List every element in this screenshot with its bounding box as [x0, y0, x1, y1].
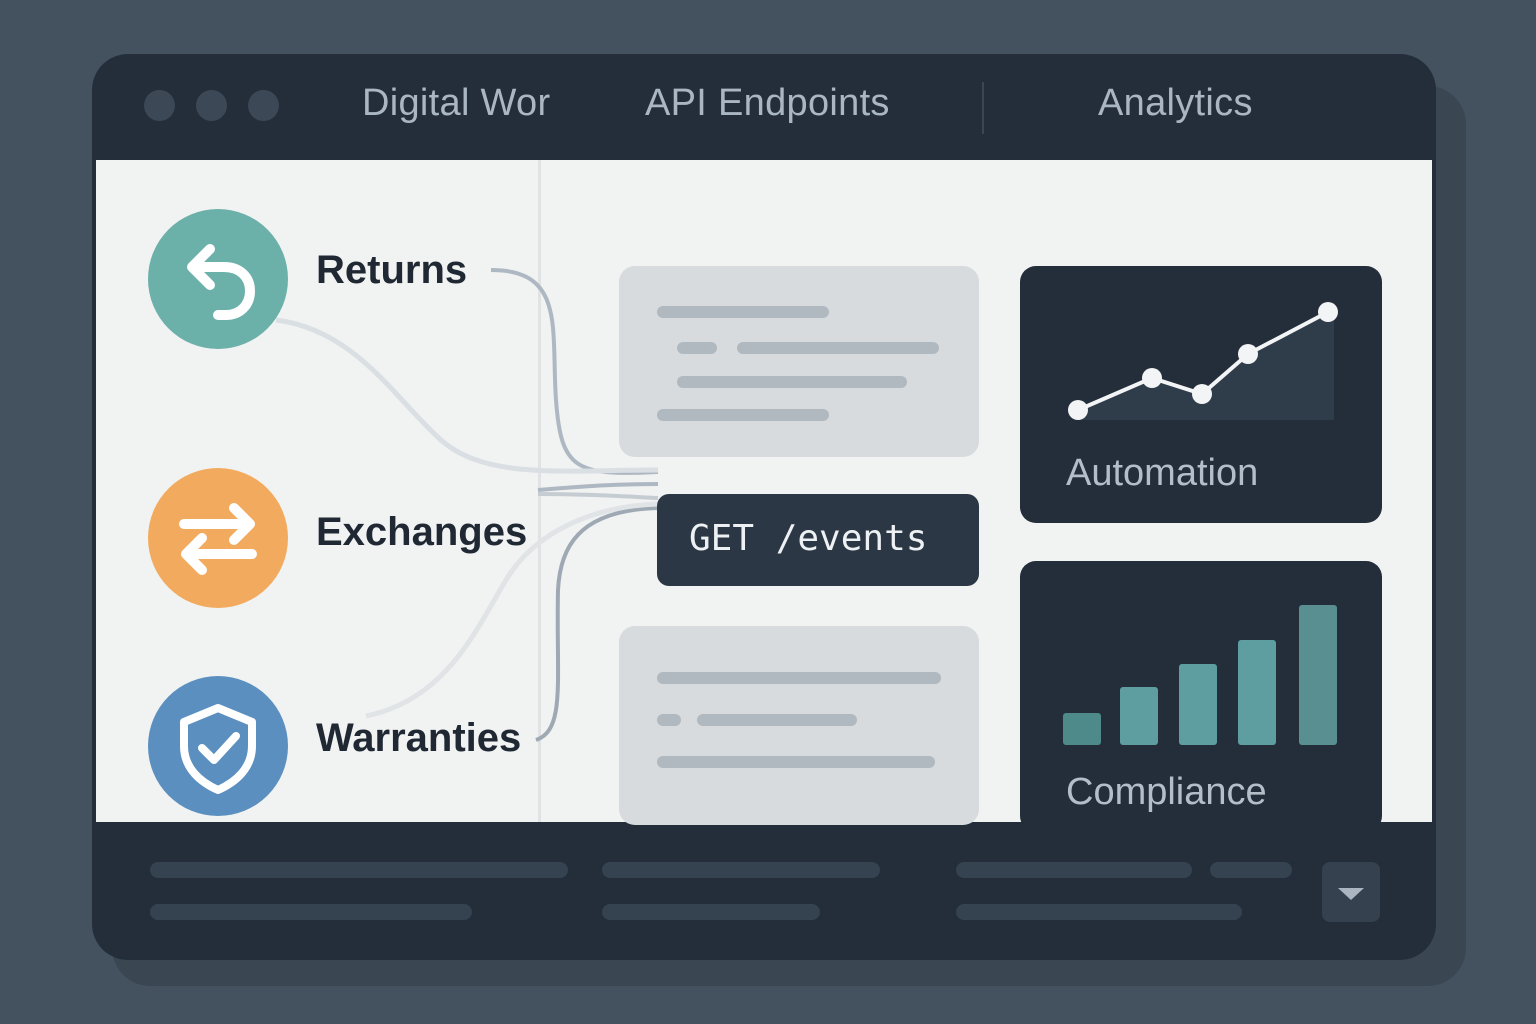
compliance-title: Compliance — [1066, 771, 1267, 813]
automation-panel[interactable]: Automation — [1020, 266, 1382, 523]
endpoint-card-top[interactable] — [619, 266, 979, 457]
window-control-maximize[interactable] — [248, 90, 279, 121]
exchanges-badge[interactable] — [148, 468, 288, 608]
endpoint-get-events[interactable]: GET /events — [657, 494, 979, 586]
endpoint-card-bottom[interactable] — [619, 626, 979, 825]
category-label-exchanges[interactable]: Exchanges — [316, 510, 528, 554]
connector-warranties-faint — [365, 501, 659, 719]
connector-exchanges — [537, 482, 659, 492]
placeholder-line — [657, 714, 681, 726]
placeholder-line — [677, 342, 717, 354]
category-label-warranties[interactable]: Warranties — [316, 716, 522, 760]
placeholder-line — [697, 714, 857, 726]
placeholder-line — [737, 342, 939, 354]
endpoint-label: GET /events — [689, 518, 928, 559]
placeholder-line — [677, 376, 907, 388]
warranties-badge[interactable] — [148, 676, 288, 816]
title-bar: Digital Wor API Endpoints Analytics — [92, 54, 1436, 160]
connector-warranties — [535, 506, 659, 742]
placeholder-line — [657, 756, 935, 768]
placeholder-line — [657, 409, 829, 421]
footer-placeholder-line — [150, 904, 472, 920]
footer-placeholder-line — [602, 904, 820, 920]
tab-api-endpoints[interactable]: API Endpoints — [645, 82, 890, 124]
bar-chart-icon — [1063, 605, 1337, 745]
connector-exchanges-2 — [537, 492, 659, 500]
app-window: Digital Wor API Endpoints Analytics Retu… — [92, 54, 1436, 960]
footer-placeholder-line — [150, 862, 568, 878]
automation-title: Automation — [1066, 452, 1259, 494]
swap-arrows-icon — [179, 503, 257, 575]
tab-digital-workflows[interactable]: Digital Wor — [362, 82, 551, 124]
footer-placeholder-line — [956, 904, 1242, 920]
connector-returns-faint — [275, 317, 659, 474]
footer-bar — [92, 822, 1436, 960]
placeholder-line — [657, 306, 829, 318]
footer-placeholder-line — [956, 862, 1192, 878]
line-chart-icon — [1068, 302, 1338, 420]
footer-placeholder-line — [1210, 862, 1292, 878]
category-label-returns[interactable]: Returns — [316, 248, 468, 292]
footer-dropdown-button[interactable] — [1322, 862, 1380, 922]
return-arrow-icon — [187, 244, 256, 320]
tab-analytics[interactable]: Analytics — [1098, 82, 1253, 124]
flow-connectors — [275, 268, 659, 742]
tab-divider — [982, 82, 984, 134]
main-content: Returns Exchanges Warranties — [96, 160, 1432, 832]
window-control-close[interactable] — [144, 90, 175, 121]
footer-placeholder-line — [602, 862, 880, 878]
caret-down-icon — [1338, 888, 1364, 900]
compliance-panel[interactable]: Compliance — [1020, 561, 1382, 832]
returns-badge[interactable] — [148, 209, 288, 349]
shield-check-icon — [180, 704, 256, 794]
placeholder-line — [657, 672, 941, 684]
window-control-minimize[interactable] — [196, 90, 227, 121]
